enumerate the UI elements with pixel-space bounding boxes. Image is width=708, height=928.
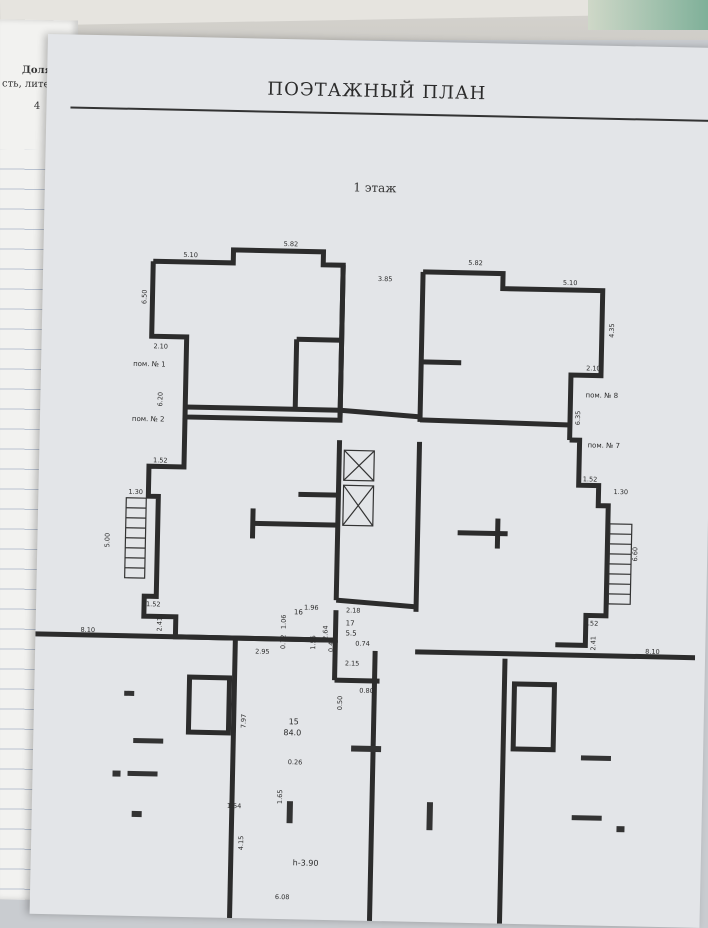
dim-label: 2.41 <box>156 617 164 632</box>
background-object <box>588 0 708 30</box>
dim-label: 2.15 <box>345 659 360 667</box>
dim-label: 1.55 <box>309 635 317 650</box>
dim-label: 1.52 <box>153 456 168 464</box>
dim-label: 2.10 <box>153 342 168 350</box>
dim-label: 2.95 <box>255 647 270 655</box>
dim-label: 5.82 <box>284 240 299 248</box>
dim-label: 1.30 <box>613 488 628 496</box>
room-label-2: пом. № 2 <box>132 415 165 424</box>
room-15-area: 84.0 <box>283 728 301 737</box>
room-15-number: 15 <box>289 717 299 726</box>
dim-label: 8.10 <box>80 626 95 634</box>
dim-label: 7.97 <box>240 714 248 729</box>
dim-label: 2.10 <box>586 364 601 372</box>
dim-label: 5.10 <box>563 279 578 287</box>
room-16-number: 16 <box>294 608 304 616</box>
dim-label: 0.80 <box>359 687 374 695</box>
ceiling-height: h-3.90 <box>293 858 319 868</box>
outer-walls <box>35 246 703 658</box>
room-label-7: пом. № 7 <box>587 441 620 450</box>
dim-label: 1.52 <box>146 600 161 608</box>
dim-label: 6.20 <box>156 392 164 407</box>
interior-walls <box>175 337 572 925</box>
dim-label: 1.52 <box>584 619 599 627</box>
dim-label: 5.10 <box>183 251 198 259</box>
dim-label: 6.60 <box>631 547 639 562</box>
dim-label: 1.30 <box>128 488 143 496</box>
dim-label: 2.18 <box>346 606 361 614</box>
floor-plan-drawing: пом. № 1 пом. № 2 пом. № 8 пом. № 7 15 8… <box>30 34 708 928</box>
dim-label: 0.72 <box>279 634 287 649</box>
room-label-1: пом. № 1 <box>133 360 166 369</box>
dim-label: 6.35 <box>574 411 582 426</box>
stairs-left <box>125 498 147 578</box>
room-label-8: пом. № 8 <box>585 391 618 400</box>
floor-plan-sheet: ПОЭТАЖНЫЙ ПЛАН 1 этаж <box>30 34 708 928</box>
dim-label: 2.41 <box>589 636 597 651</box>
dim-label: 4.35 <box>608 323 616 338</box>
dim-label: 0.74 <box>355 640 370 648</box>
dim-label: 1.96 <box>304 603 319 611</box>
dim-label: 0.26 <box>288 758 303 766</box>
dim-label: 3.85 <box>378 275 393 283</box>
dim-label: 0.40 <box>327 637 335 652</box>
dim-label: 1.54 <box>227 802 242 810</box>
room-17-number: 17 <box>346 619 355 627</box>
dim-label: 1.52 <box>583 475 598 483</box>
room-17-area: 5.5 <box>345 629 356 637</box>
dim-label: 1.65 <box>276 789 284 804</box>
stairs-right <box>608 524 632 604</box>
dim-label: 5.82 <box>468 259 483 267</box>
dim-label: 8.10 <box>645 648 660 656</box>
dim-label: 5.00 <box>103 533 111 548</box>
dim-label: 4.15 <box>237 836 245 851</box>
dim-label: 6.50 <box>140 290 148 305</box>
dim-label: 1.06 <box>280 614 288 629</box>
dim-label: 0.50 <box>336 696 344 711</box>
